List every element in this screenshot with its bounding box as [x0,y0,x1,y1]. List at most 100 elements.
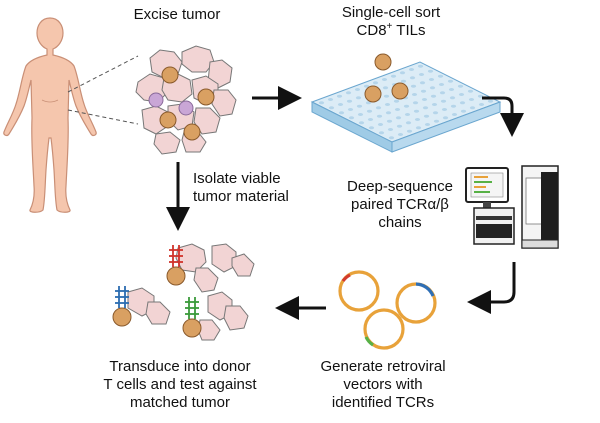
plate-well [427,69,434,73]
plate-well [384,103,391,106]
plate-well [328,106,335,110]
plate-well [387,128,394,131]
plate-well [345,91,352,95]
tcr-receptor-red-icon [169,245,183,267]
plate-well [415,126,422,130]
label-seq-line3: chains [378,214,422,231]
label-sort-line1: Single-cell sort [341,4,441,21]
plate-well [372,81,379,85]
flow-arrows [166,86,524,320]
plate-well [428,78,435,81]
plate-well [423,114,430,118]
plate-well [418,73,425,76]
label-trans-line1: Transduce into donor [109,358,251,375]
label-trans-line3: matched tumor [129,394,231,411]
plate-well [459,101,466,105]
plate-well [346,99,353,103]
plate-well [477,94,484,98]
label-seq-line2: paired TCRα/β [351,196,449,213]
plate-well [388,136,395,140]
label-generate-vectors: Generate retroviral vectors with identif… [298,358,468,412]
plate-well [395,116,402,120]
plate-well [429,86,436,90]
human-figure-icon [3,17,97,213]
label-gen-line1: Generate retroviral [320,358,446,375]
plate-well [432,111,439,115]
plate-well [367,118,374,121]
arrow-sort-to-sequence [482,96,524,137]
plate-well [419,81,426,85]
plate-well [358,121,365,125]
plate-well [377,123,384,126]
plate-well [368,126,375,130]
plate-well [412,101,419,105]
arrow-sequence-to-vectors [467,262,516,314]
plate-well [422,106,429,110]
tumor-t-cells [148,66,215,141]
plate-well [365,101,372,105]
plate-well [393,99,400,103]
plate-well [381,78,388,81]
plate-well [448,88,455,91]
plate-well [433,119,440,123]
label-gen-line2: vectors with [343,376,423,393]
label-transduce: Transduce into donor T cells and test ag… [80,358,280,412]
plate-well [337,103,344,106]
plate-well [457,84,464,88]
plate-well [378,131,385,135]
tcr-receptor-blue-icon [115,286,129,308]
plate-well [405,121,412,125]
plate-well [354,88,361,91]
label-trans-line2: T cells and test against [103,376,257,393]
plate-well [386,119,393,123]
label-sort-tils: TILs [392,22,426,39]
plate-well [438,83,445,86]
plate-well [394,108,401,111]
plate-well [357,113,364,116]
plate-well [356,104,363,108]
plate-well [431,103,438,106]
plate-well [449,96,456,100]
plate-well [460,109,467,113]
plate-well [400,79,407,83]
label-sort-line2: CD8+ TILs [306,22,476,40]
plate-well [355,96,362,100]
plate-well [447,79,454,83]
plate-well [397,133,404,136]
plate-well [478,103,485,106]
label-deep-sequence: Deep-sequence paired TCRα/β chains [330,178,470,232]
plate-well [396,124,403,128]
plate-well [467,89,474,93]
label-excise-tumor: Excise tumor [133,6,221,23]
plate-well [421,98,428,101]
plate-well [382,86,389,90]
label-isolate-line2: tumor material [193,188,289,205]
plate-well [437,74,444,78]
plate-well [439,91,446,95]
plate-well [385,111,392,115]
plate-well [406,129,413,133]
plate-well [327,98,334,101]
plate-well [420,89,427,93]
plate-well [458,93,465,96]
plate-well [442,116,449,120]
zoom-line-bottom [67,109,139,125]
vector-plasmids [338,270,437,350]
plate-well [451,113,458,116]
label-isolate-line1: Isolate viable [193,170,281,187]
plate-well [399,71,406,75]
label-sort-cd8: CD8 [356,22,387,39]
plate-well [469,106,476,110]
plate-well [424,123,431,126]
plate-well [347,108,354,111]
plate-well [487,99,494,103]
plate-well [440,99,447,103]
plate-well [408,68,415,71]
sequencer-icon [465,165,559,249]
plate-well [414,118,421,121]
plate-well [336,94,343,98]
label-gen-line3: identified TCRs [331,394,435,411]
engineered-t-cells [112,266,202,338]
